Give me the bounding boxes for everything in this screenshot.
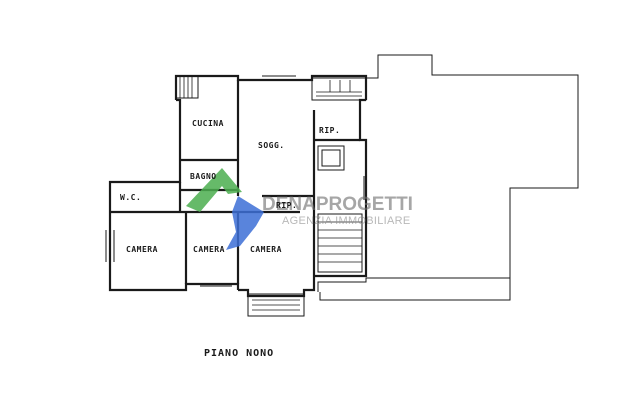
label-camera-right: CAMERA bbox=[250, 245, 282, 254]
logo-blue-arrow-icon bbox=[226, 196, 264, 250]
floor-caption: PIANO NONO bbox=[204, 348, 274, 359]
watermark-name: DENAPROGETTI bbox=[262, 194, 413, 215]
label-camera-left: CAMERA bbox=[126, 245, 158, 254]
balcony-bottom bbox=[247, 293, 305, 317]
logo-green-arrow-icon bbox=[186, 168, 242, 212]
watermark-logo: DENAPROGETTI AGENZIA IMMOBILIARE bbox=[186, 168, 413, 250]
label-camera-mid: CAMERA bbox=[193, 245, 225, 254]
stair-steps bbox=[318, 221, 362, 263]
label-bagno: BAGNO bbox=[190, 172, 217, 181]
label-wc: W.C. bbox=[120, 193, 141, 202]
outer-wall-bottom bbox=[238, 276, 316, 298]
label-cucina: CUCINA bbox=[192, 119, 224, 128]
windows bbox=[105, 75, 365, 287]
stair-block bbox=[317, 213, 363, 273]
watermark-subtitle: AGENZIA IMMOBILIARE bbox=[282, 215, 411, 227]
balcony-top-left bbox=[175, 75, 199, 99]
label-soggiorno: SOGG. bbox=[258, 141, 285, 150]
elevator-shaft bbox=[317, 145, 345, 171]
terrace-outline bbox=[317, 54, 579, 292]
terrace-outline-right bbox=[319, 278, 511, 301]
elevator-inner bbox=[321, 149, 341, 167]
outer-wall-left bbox=[108, 98, 240, 292]
label-rip-mid: RIP. bbox=[276, 201, 297, 210]
balcony-top-right bbox=[311, 77, 367, 101]
label-rip-top: RIP. bbox=[319, 126, 340, 135]
